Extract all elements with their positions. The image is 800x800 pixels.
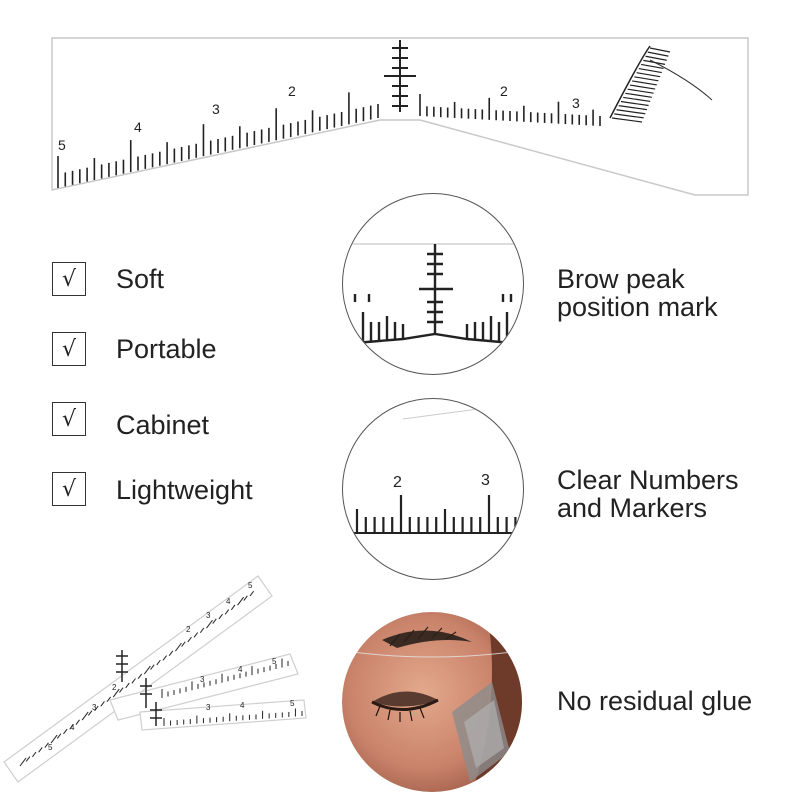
feature-soft: Soft bbox=[116, 264, 165, 294]
ruler-tick bbox=[38, 747, 43, 753]
ruler-number: 2 bbox=[288, 83, 296, 99]
ruler-number: 4 bbox=[134, 119, 142, 135]
ruler-tick bbox=[162, 655, 167, 661]
stack-number: 3 bbox=[200, 675, 205, 684]
ruler-tick bbox=[150, 664, 155, 670]
caption-no-glue: No residual glue bbox=[557, 686, 753, 716]
ruler-tick bbox=[50, 734, 58, 744]
eyebrow-ruler-main: 5 4 3 2 2 3 bbox=[51, 37, 749, 196]
stack-peak-mark bbox=[116, 650, 162, 726]
stack-number: 5 bbox=[272, 657, 277, 666]
hatch-line bbox=[629, 84, 656, 90]
zoom-number-3: 3 bbox=[481, 472, 490, 489]
ruler-number: 2 bbox=[500, 83, 508, 99]
hatch-line bbox=[647, 51, 669, 57]
ruler-tick bbox=[125, 682, 130, 689]
ruler-tick bbox=[193, 632, 199, 638]
feature-portable: Portable bbox=[116, 334, 217, 364]
hatch-line bbox=[623, 96, 651, 103]
hatch-line bbox=[640, 63, 664, 70]
ruler-tick bbox=[218, 613, 223, 620]
photo-circle-eyebrow bbox=[342, 612, 522, 792]
caption-clear-numbers: Clear Numbers and Markers bbox=[557, 465, 739, 524]
hatch-line bbox=[611, 117, 643, 123]
stack-number: 4 bbox=[226, 597, 231, 606]
ruler-tick bbox=[87, 710, 93, 716]
ruler-tick bbox=[75, 719, 80, 725]
stack-number: 4 bbox=[238, 665, 243, 674]
center-peak-mark bbox=[384, 40, 416, 112]
ruler-outline bbox=[51, 37, 749, 196]
hatch-line bbox=[616, 109, 646, 115]
stack-ruler-bot bbox=[139, 699, 307, 731]
ruler-tick bbox=[212, 618, 217, 624]
stack-ruler-top bbox=[3, 575, 273, 783]
ruler-number: 5 bbox=[58, 137, 66, 153]
stacked-rulers: 5 4 3 2 2 3 4 5 3 4 5 3 4 5 bbox=[3, 575, 307, 783]
hatch-line bbox=[638, 67, 662, 74]
hatch-line bbox=[614, 113, 644, 119]
stack-number: 4 bbox=[240, 701, 245, 710]
stack-number: 3 bbox=[92, 703, 97, 712]
hatch-line bbox=[625, 92, 652, 98]
ruler-tick bbox=[94, 705, 99, 712]
check-box-portable: √ bbox=[52, 332, 86, 366]
ruler-tick bbox=[137, 673, 143, 680]
stack-number: 5 bbox=[48, 743, 53, 752]
ruler-tick bbox=[44, 742, 49, 748]
ruler-tick bbox=[131, 678, 136, 684]
ruler-tick bbox=[106, 696, 112, 702]
check-box-cabinet: √ bbox=[52, 402, 86, 436]
stack-number: 4 bbox=[70, 723, 75, 732]
ruler-tick bbox=[56, 733, 62, 739]
ruler-tick bbox=[32, 751, 37, 758]
ruler-tick bbox=[224, 609, 230, 615]
ruler-tick bbox=[175, 642, 182, 652]
ruler-tick bbox=[63, 728, 68, 735]
ruler-tick bbox=[243, 595, 248, 601]
stack-number: 2 bbox=[112, 683, 117, 692]
ruler-tick bbox=[181, 641, 186, 647]
ruler-tick bbox=[100, 701, 105, 707]
zoom-number-2: 2 bbox=[393, 474, 402, 491]
feature-cabinet: Cabinet bbox=[116, 410, 210, 440]
ruler-tick bbox=[206, 619, 213, 629]
ruler-number: 3 bbox=[572, 95, 580, 111]
ruler-tick bbox=[69, 724, 74, 730]
check-box-lightweight: √ bbox=[52, 472, 86, 506]
hatch-line bbox=[632, 80, 657, 86]
ruler-tick bbox=[168, 650, 174, 657]
hatch-line bbox=[636, 72, 661, 78]
hatch-line bbox=[634, 76, 659, 82]
hatch-line bbox=[618, 105, 648, 111]
ruler-tick bbox=[119, 687, 124, 693]
hatch-line bbox=[627, 88, 654, 94]
ruler-tick bbox=[230, 604, 236, 611]
ruler-tick bbox=[237, 596, 244, 606]
ruler-number: 3 bbox=[212, 101, 220, 117]
ruler-tick bbox=[187, 636, 192, 643]
ruler-tick bbox=[112, 688, 120, 698]
caption-brow-peak: Brow peak position mark bbox=[557, 264, 718, 323]
stack-number: 5 bbox=[248, 581, 253, 590]
zoom-circle-peak bbox=[342, 193, 524, 375]
ruler-tick bbox=[19, 757, 27, 767]
stack-number: 2 bbox=[186, 625, 191, 634]
hatch-line bbox=[620, 100, 649, 107]
ruler-tick bbox=[199, 627, 205, 634]
hatch-line bbox=[645, 55, 667, 61]
feature-lightweight: Lightweight bbox=[116, 475, 253, 505]
stack-number: 3 bbox=[206, 703, 211, 712]
zoom-circle-numbers: 2 3 bbox=[342, 398, 524, 580]
ruler-tick bbox=[249, 590, 255, 597]
ruler-tick bbox=[156, 659, 161, 666]
stack-number: 5 bbox=[290, 699, 295, 708]
check-box-soft: √ bbox=[52, 262, 86, 296]
ruler-tick bbox=[143, 665, 151, 675]
ruler-tick bbox=[25, 756, 31, 762]
stack-number: 3 bbox=[206, 611, 211, 620]
hatch-line bbox=[649, 47, 671, 53]
ruler-tick bbox=[81, 711, 89, 721]
